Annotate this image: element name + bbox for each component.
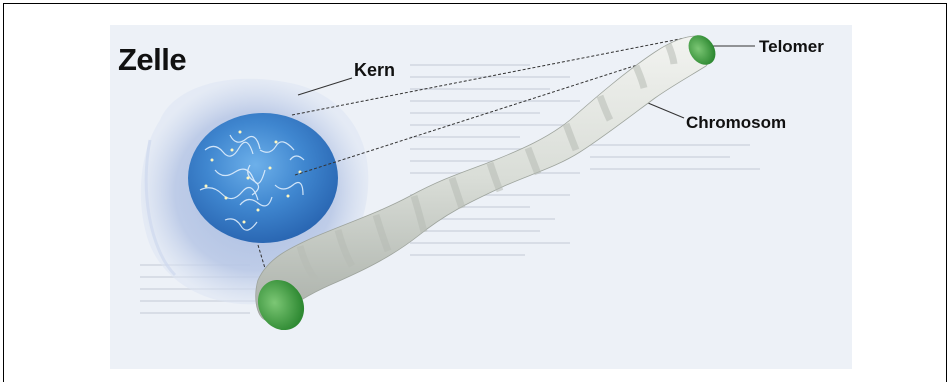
nucleus bbox=[188, 113, 338, 243]
diagram-title: Zelle bbox=[118, 42, 186, 78]
kern-label: Kern bbox=[354, 60, 395, 81]
kern-pointer bbox=[298, 78, 352, 95]
chromosom-pointer bbox=[648, 103, 684, 118]
chromosom-label: Chromosom bbox=[686, 113, 786, 133]
telomer-label: Telomer bbox=[759, 37, 824, 57]
